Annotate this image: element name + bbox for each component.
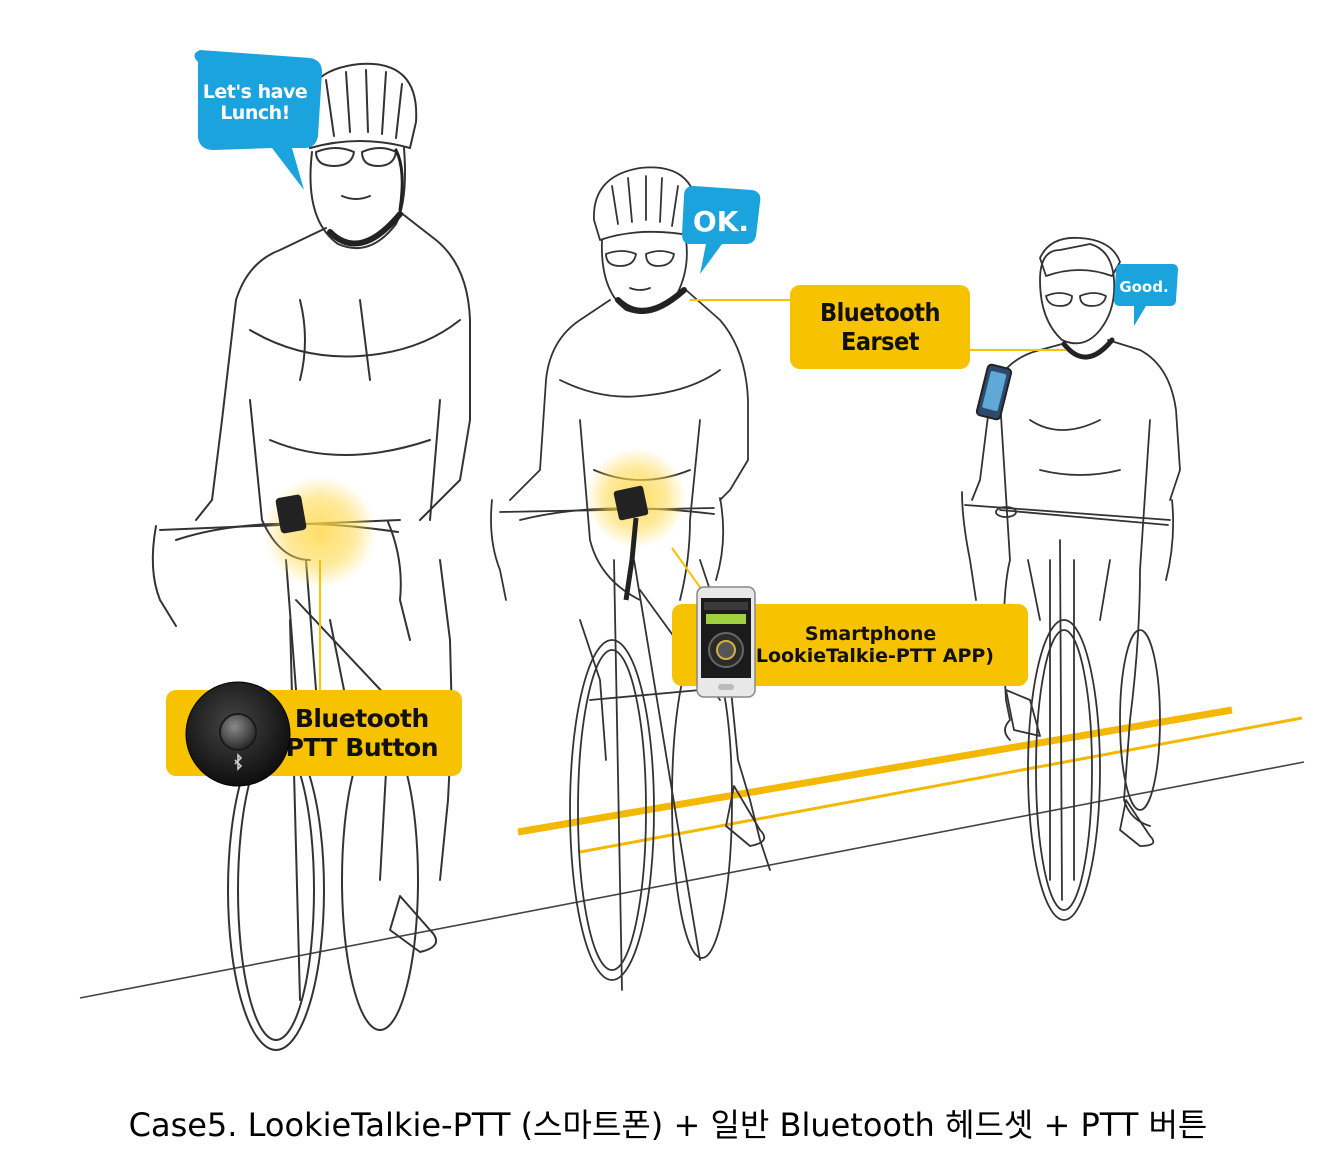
- callout-text: Bluetooth PTT Button: [285, 703, 439, 763]
- bluetooth-icon: [234, 753, 243, 771]
- speech-line: Let's have: [202, 81, 308, 103]
- speech-bubble-lunch-text: Let's have Lunch!: [196, 81, 314, 125]
- callout-line: Bluetooth: [819, 297, 941, 327]
- speech-bubble-ok-text: OK.: [692, 205, 750, 238]
- speech-bubble-lunch: [194, 50, 322, 190]
- road-stripe: [579, 716, 1303, 854]
- smartphone-device: [696, 586, 756, 698]
- callout-line: Earset: [840, 327, 920, 356]
- rider-right: [961, 236, 1181, 921]
- handlebar-phone-left: [275, 494, 307, 534]
- callout-line: Smartphone: [804, 622, 937, 645]
- callout-line: (LookieTalkie-PTT APP): [747, 645, 994, 667]
- road-edge-line: [79, 761, 1305, 999]
- ptt-button-device: [185, 681, 291, 787]
- speech-bubble-good: [1114, 264, 1178, 326]
- speech-bubble-ok: [682, 186, 761, 274]
- road-stripe: [517, 706, 1233, 836]
- callout-bluetooth-earset: Bluetooth Earset: [790, 285, 970, 369]
- handlebar-phone-middle: [613, 485, 649, 521]
- figure-caption: Case5. LookieTalkie-PTT (스마트폰) + 일반 Blue…: [128, 1106, 1208, 1144]
- speech-bubble-good-text: Good.: [1119, 278, 1169, 296]
- speech-line: Lunch!: [220, 102, 290, 125]
- callout-line: PTT Button: [285, 733, 439, 762]
- callout-line: Bluetooth: [294, 703, 429, 733]
- callout-text: Smartphone (LookieTalkie-PTT APP): [747, 623, 994, 668]
